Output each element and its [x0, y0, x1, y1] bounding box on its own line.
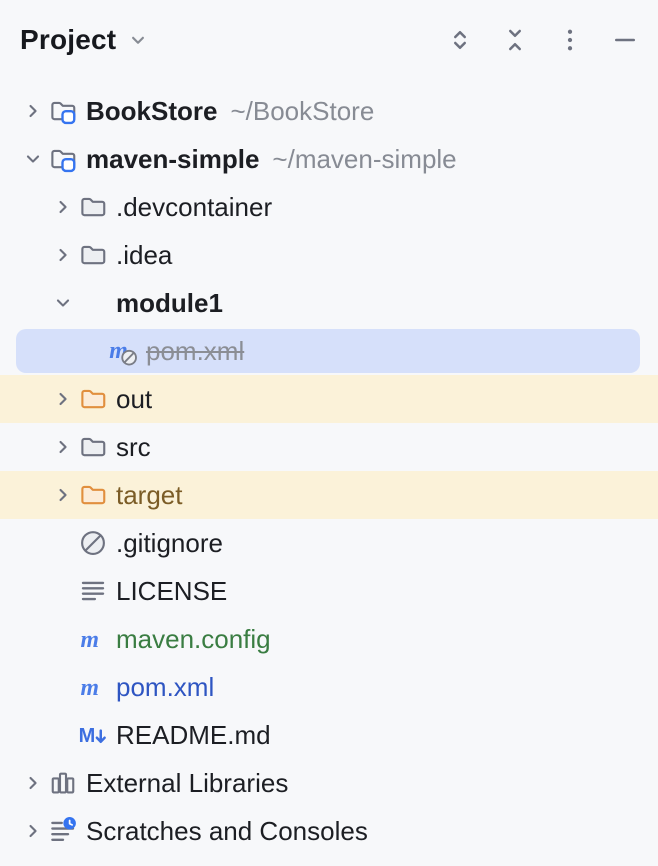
ignored-file-icon [78, 528, 108, 558]
tree-row-readme-file[interactable]: M README.md [0, 711, 658, 759]
chevron-right-icon[interactable] [50, 244, 76, 266]
header-actions [443, 23, 642, 57]
tree-item-label: pom.xml [116, 671, 215, 702]
tree-item-label: BookStore [86, 95, 218, 126]
tree-row-module1-pom-xml[interactable]: m pom.xml [0, 327, 658, 375]
scratches-icon [48, 816, 78, 846]
tree-item-label: .gitignore [116, 527, 223, 558]
chevron-right-icon[interactable] [20, 100, 46, 122]
library-icon [48, 768, 78, 798]
more-options-icon [555, 25, 585, 55]
tree-item-path: ~/BookStore [230, 95, 375, 126]
tree-item-label: pom.xml [146, 335, 245, 366]
tree-row-devcontainer-folder[interactable]: .devcontainer [0, 183, 658, 231]
tree-row-src-folder[interactable]: src [0, 423, 658, 471]
tree-row-pom-xml-file[interactable]: m pom.xml [0, 663, 658, 711]
tree-row-maven-simple[interactable]: maven-simple ~/maven-simple [0, 135, 658, 183]
tree-row-module1-folder[interactable]: module1 [0, 279, 658, 327]
hide-icon [610, 25, 640, 55]
collapse-all-button[interactable] [498, 23, 532, 57]
tree-item-label: .devcontainer [116, 191, 273, 222]
tree-row-external-libraries[interactable]: External Libraries [0, 759, 658, 807]
tree-row-target-folder[interactable]: target [0, 471, 658, 519]
tree-item-label: README.md [116, 719, 271, 750]
tree-item-label: module1 [116, 287, 223, 318]
expand-all-icon [445, 25, 475, 55]
chevron-right-icon[interactable] [20, 820, 46, 842]
chevron-right-icon[interactable] [50, 196, 76, 218]
svg-text:m: m [81, 627, 99, 653]
tree-row-maven-config-file[interactable]: m maven.config [0, 615, 658, 663]
tool-window-header: Project [0, 0, 658, 80]
maven-ignored-icon: m [108, 336, 138, 366]
tree-row-out-folder[interactable]: out [0, 375, 658, 423]
project-view-selector[interactable]: Project [20, 24, 151, 56]
collapse-all-icon [500, 25, 530, 55]
tree-item-label: Scratches and Consoles [86, 815, 368, 846]
tree-row-bookstore[interactable]: BookStore ~/BookStore [0, 87, 658, 135]
tree-item-label: .idea [116, 239, 173, 270]
project-folder-icon [48, 96, 78, 126]
chevron-right-icon[interactable] [50, 436, 76, 458]
project-folder-icon [48, 144, 78, 174]
tree-row-scratches-and-consoles[interactable]: Scratches and Consoles [0, 807, 658, 855]
folder-icon [78, 192, 108, 222]
tree-item-label: External Libraries [86, 767, 289, 798]
project-tree: BookStore ~/BookStore maven-simple ~/mav… [0, 80, 658, 855]
chevron-down-icon[interactable] [20, 148, 46, 170]
folder-icon [78, 432, 108, 462]
chevron-right-icon[interactable] [50, 388, 76, 410]
module-folder-icon [78, 288, 108, 318]
hide-button[interactable] [608, 23, 642, 57]
folder-excluded-icon [78, 480, 108, 510]
folder-icon [78, 240, 108, 270]
text-file-icon [78, 576, 108, 606]
maven-icon: m [78, 624, 108, 654]
tree-item-label: LICENSE [116, 575, 228, 606]
markdown-file-icon: M [78, 720, 108, 750]
maven-icon: m [78, 672, 108, 702]
tool-window-title: Project [20, 24, 117, 55]
tree-item-label: maven-simple [86, 143, 260, 174]
more-options-button[interactable] [553, 23, 587, 57]
expand-all-button[interactable] [443, 23, 477, 57]
folder-excluded-icon [78, 384, 108, 414]
svg-text:M: M [79, 725, 96, 747]
tree-item-label: maven.config [116, 623, 271, 654]
chevron-right-icon[interactable] [20, 772, 46, 794]
chevron-down-icon [125, 27, 151, 53]
chevron-right-icon[interactable] [50, 484, 76, 506]
svg-text:m: m [81, 675, 99, 701]
tree-item-label: out [116, 383, 153, 414]
tree-item-label: src [116, 431, 151, 462]
tree-row-gitignore-file[interactable]: .gitignore [0, 519, 658, 567]
tree-row-license-file[interactable]: LICENSE [0, 567, 658, 615]
tree-item-label: target [116, 479, 183, 510]
tree-row-idea-folder[interactable]: .idea [0, 231, 658, 279]
chevron-down-icon[interactable] [50, 292, 76, 314]
tree-item-path: ~/maven-simple [272, 143, 457, 174]
selection-highlight [16, 329, 640, 373]
